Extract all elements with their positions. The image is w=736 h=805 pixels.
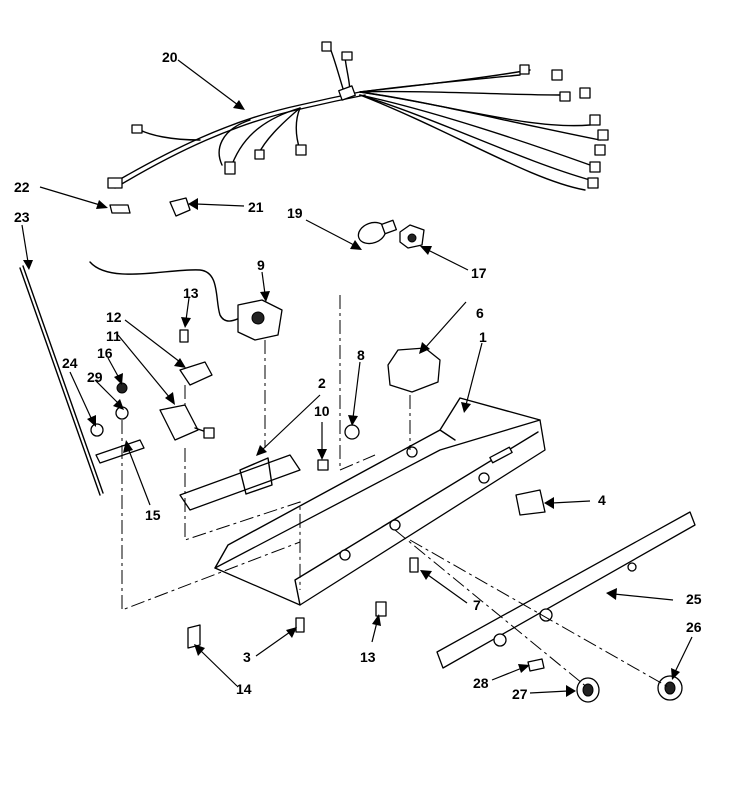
callout-14: 14 <box>236 681 252 697</box>
rod-part-23 <box>19 265 104 496</box>
thermostat <box>89 261 283 341</box>
callout-27: 27 <box>512 686 528 702</box>
callout-25: 25 <box>686 591 702 607</box>
leader-lines <box>21 59 693 697</box>
knob-part-26 <box>657 675 683 701</box>
callout-9: 9 <box>257 257 265 273</box>
callout-20: 20 <box>162 49 178 65</box>
knob-part-27 <box>576 677 600 703</box>
callout-21: 21 <box>248 199 264 215</box>
callout-29: 29 <box>87 369 103 385</box>
callout-6: 6 <box>476 305 484 321</box>
callout-15: 15 <box>145 507 161 523</box>
control-panel <box>436 511 696 669</box>
bracket-part-2 <box>179 454 301 511</box>
clip-part-21 <box>169 197 191 217</box>
screw-part-3 <box>295 617 305 633</box>
callout-28: 28 <box>473 675 489 691</box>
callout-3: 3 <box>243 649 251 665</box>
callout-2: 2 <box>318 375 326 391</box>
part-24 <box>90 423 104 437</box>
clip-part-22 <box>109 204 131 214</box>
callout-1: 1 <box>479 329 487 345</box>
callout-19: 19 <box>287 205 303 221</box>
callout-13-bottom: 13 <box>360 649 376 665</box>
callout-10: 10 <box>314 403 330 419</box>
screw-part-13-top <box>179 329 189 343</box>
control-housing <box>214 397 546 606</box>
light-socket <box>399 224 425 249</box>
callout-13-top: 13 <box>183 285 199 301</box>
callout-23: 23 <box>14 209 30 225</box>
light-bulb <box>357 219 397 245</box>
bracket-part-12 <box>179 361 213 386</box>
callout-22: 22 <box>14 179 30 195</box>
callout-24: 24 <box>62 355 78 371</box>
screw-part-10 <box>317 459 329 471</box>
bracket-part-4 <box>515 489 546 516</box>
callout-7: 7 <box>473 597 481 613</box>
screw-part-7 <box>409 557 419 573</box>
callout-4: 4 <box>598 492 606 508</box>
callout-17: 17 <box>471 265 487 281</box>
screw-part-13-bottom <box>375 601 387 617</box>
part-28 <box>527 658 545 672</box>
wire-harness <box>107 41 609 191</box>
callout-12: 12 <box>106 309 122 325</box>
control-part-11 <box>159 404 215 441</box>
callout-labels: 20 22 23 21 19 17 9 13 12 11 16 24 29 15… <box>14 49 702 702</box>
clip-part-14 <box>187 624 201 649</box>
part-15 <box>95 439 145 464</box>
assembly-lines <box>121 295 671 689</box>
control-part-6 <box>387 347 441 393</box>
callout-26: 26 <box>686 619 702 635</box>
callout-11: 11 <box>106 328 121 344</box>
callout-16: 16 <box>97 345 113 361</box>
part-8 <box>344 424 360 440</box>
callout-8: 8 <box>357 347 365 363</box>
